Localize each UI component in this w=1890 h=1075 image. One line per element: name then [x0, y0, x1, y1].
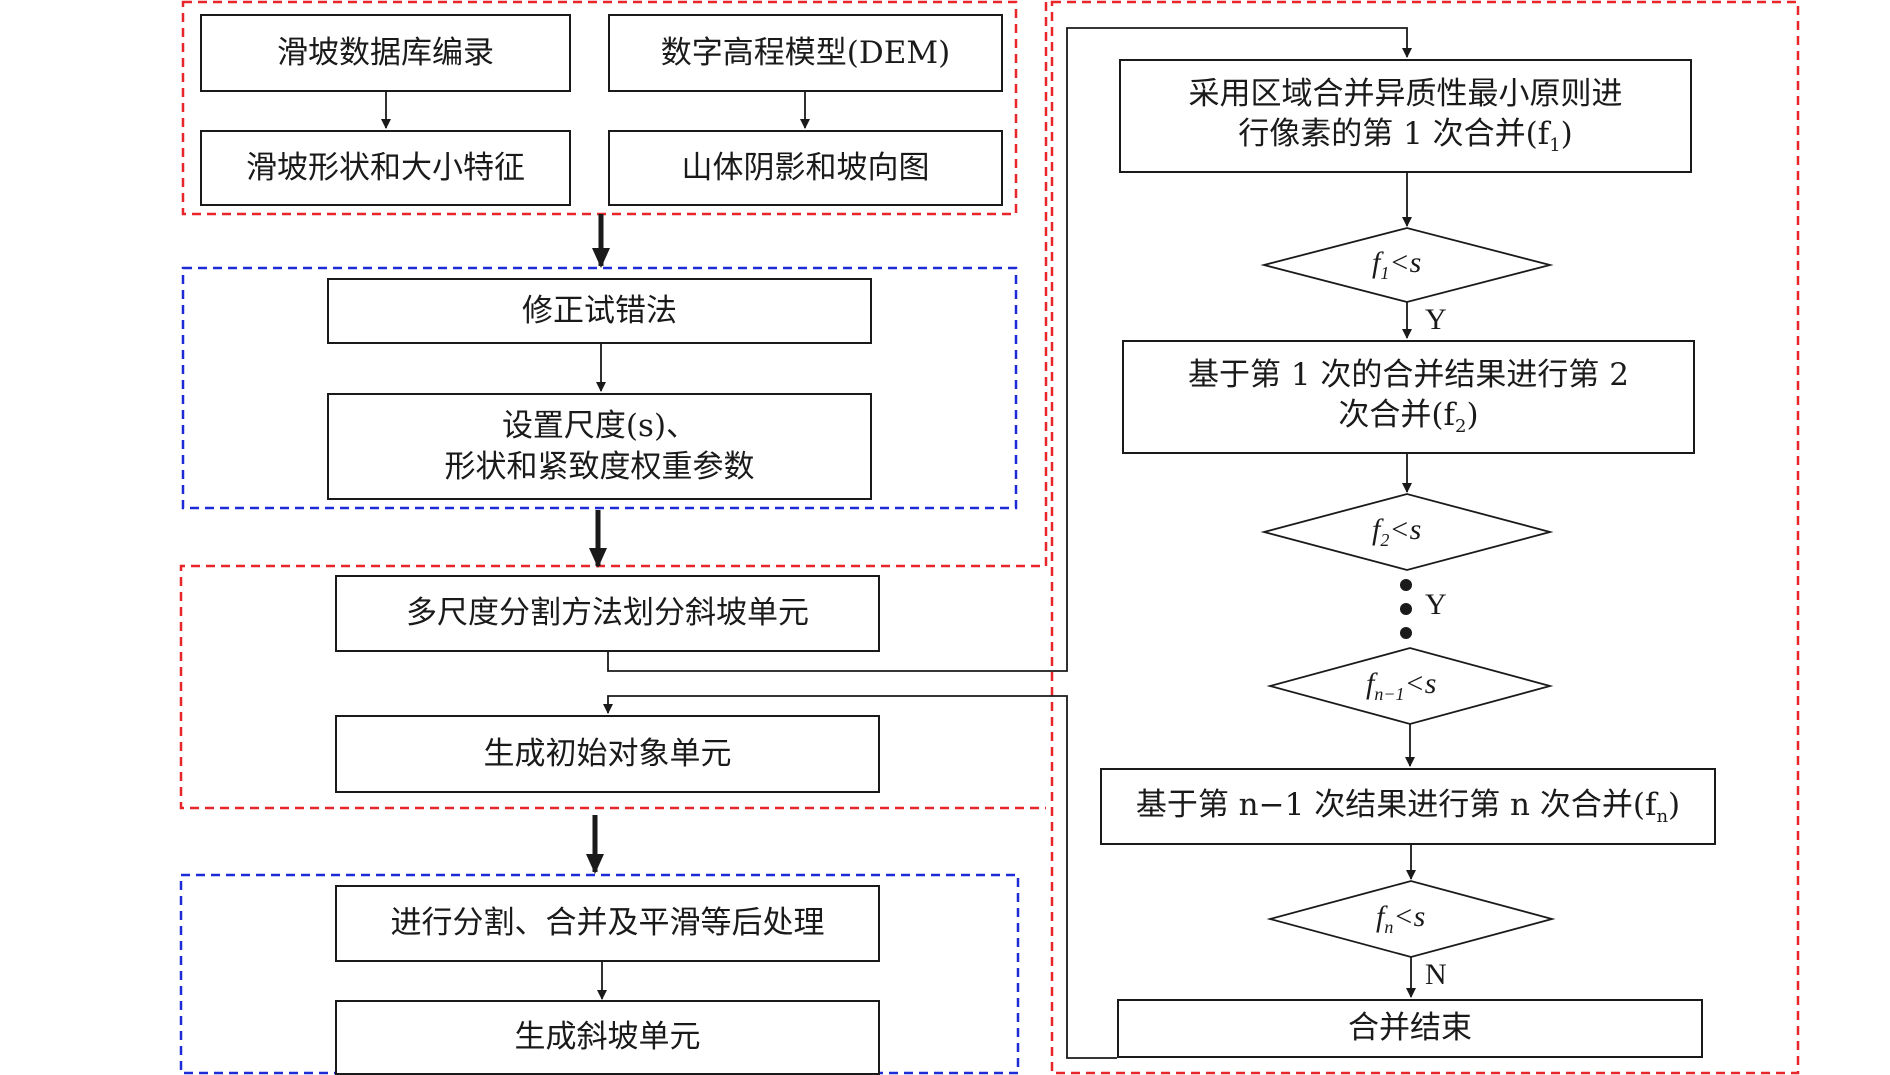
- first-merge-sub: 1: [1549, 135, 1561, 157]
- nth-merge-close: ): [1668, 786, 1681, 823]
- post-processing-box: 进行分割、合并及平滑等后处理: [335, 885, 880, 962]
- first-merge-line2: 行像素的第 1 次合并(f1): [1238, 114, 1573, 158]
- second-merge-sub: 2: [1455, 416, 1467, 438]
- nth-merge-line: 基于第 n−1 次结果进行第 n 次合并(fn): [1136, 785, 1680, 829]
- post-processing-label: 进行分割、合并及平滑等后处理: [390, 905, 825, 942]
- nth-merge-text: 基于第 n−1 次结果进行第 n 次合并(f: [1135, 786, 1657, 823]
- connector-segmentation-to-merge: [607, 27, 1412, 672]
- landslide-shape-size-box: 滑坡形状和大小特征: [200, 130, 571, 206]
- decision-diamond-4: [1266, 880, 1556, 958]
- trial-error-label: 修正试错法: [522, 292, 677, 329]
- group-frame-postprocess: [179, 873, 1020, 1075]
- condition-1-sub: 1: [1380, 263, 1390, 283]
- set-parameters-box: 设置尺度(s)、 形状和紧致度权重参数: [327, 393, 872, 500]
- no-label: N: [1425, 958, 1447, 991]
- group-frame-parameters: [181, 266, 1018, 510]
- landslide-shape-size-label: 滑坡形状和大小特征: [246, 149, 525, 186]
- condition-3: fn−1<s: [1366, 667, 1437, 704]
- second-merge-line1: 基于第 1 次的合并结果进行第 2: [1187, 357, 1629, 394]
- merge-end-label: 合并结束: [1348, 1010, 1472, 1047]
- condition-1-f: f: [1372, 246, 1381, 279]
- condition-2-sub: 2: [1380, 530, 1390, 550]
- decision-diamond-3: [1266, 647, 1554, 725]
- dem-box: 数字高程模型(DEM): [608, 14, 1003, 92]
- multiscale-segmentation-box: 多尺度分割方法划分斜坡单元: [335, 575, 880, 652]
- second-merge-box: 基于第 1 次的合并结果进行第 2 次合并(f2): [1122, 340, 1695, 454]
- condition-3-sub: n−1: [1374, 684, 1405, 704]
- condition-2: f2<s: [1372, 513, 1422, 550]
- multiscale-segmentation-label: 多尺度分割方法划分斜坡单元: [406, 595, 809, 632]
- initial-objects-box: 生成初始对象单元: [335, 715, 880, 793]
- second-merge-line2: 次合并(f2): [1338, 395, 1478, 439]
- second-merge-close: ): [1466, 397, 1479, 434]
- condition-2-f: f: [1372, 513, 1381, 546]
- nth-merge-box: 基于第 n−1 次结果进行第 n 次合并(fn): [1100, 768, 1716, 845]
- condition-4-sub: n: [1384, 917, 1394, 937]
- condition-3-rest: <s: [1404, 667, 1437, 700]
- generate-slope-units-box: 生成斜坡单元: [335, 1000, 880, 1075]
- yes-label-1: Y: [1425, 303, 1447, 336]
- condition-4-rest: <s: [1393, 900, 1426, 933]
- condition-1: f1<s: [1372, 246, 1422, 283]
- condition-4-f: f: [1376, 900, 1385, 933]
- merge-end-box: 合并结束: [1117, 999, 1703, 1058]
- first-merge-line2-text: 行像素的第 1 次合并(f: [1238, 116, 1550, 153]
- dem-label: 数字高程模型(DEM): [660, 34, 951, 71]
- generate-slope-units-label: 生成斜坡单元: [514, 1019, 701, 1056]
- group-frame-segmentation: [179, 2, 1048, 810]
- trial-error-box: 修正试错法: [327, 278, 872, 344]
- condition-3-f: f: [1366, 667, 1375, 700]
- set-parameters-line1: 设置尺度(s)、: [501, 408, 698, 445]
- condition-2-rest: <s: [1389, 513, 1422, 546]
- hillshade-aspect-label: 山体阴影和坡向图: [681, 149, 930, 186]
- decision-diamond-2: [1260, 493, 1554, 571]
- condition-4: fn<s: [1376, 900, 1426, 937]
- connector-merge-end-to-initial: [603, 695, 1117, 1059]
- yes-label-2: Y: [1425, 588, 1447, 621]
- landslide-catalog-box: 滑坡数据库编录: [200, 14, 571, 92]
- ellipsis-dot-2: [1400, 603, 1412, 615]
- first-merge-box: 采用区域合并异质性最小原则进 行像素的第 1 次合并(f1): [1119, 59, 1692, 173]
- ellipsis-dot-3: [1400, 627, 1412, 639]
- decision-diamond-1: [1260, 227, 1554, 303]
- first-merge-close: ): [1560, 116, 1573, 153]
- first-merge-line1: 采用区域合并异质性最小原则进: [1188, 76, 1623, 113]
- condition-1-rest: <s: [1389, 246, 1422, 279]
- group-frame-merge-process: [1050, 0, 1800, 1075]
- ellipsis-dot-1: [1400, 579, 1412, 591]
- second-merge-line2-text: 次合并(f: [1338, 397, 1455, 434]
- set-parameters-line2: 形状和紧致度权重参数: [444, 448, 755, 485]
- nth-merge-sub: n: [1656, 805, 1669, 827]
- initial-objects-label: 生成初始对象单元: [483, 735, 732, 772]
- hillshade-aspect-box: 山体阴影和坡向图: [608, 130, 1003, 206]
- landslide-catalog-label: 滑坡数据库编录: [277, 34, 494, 71]
